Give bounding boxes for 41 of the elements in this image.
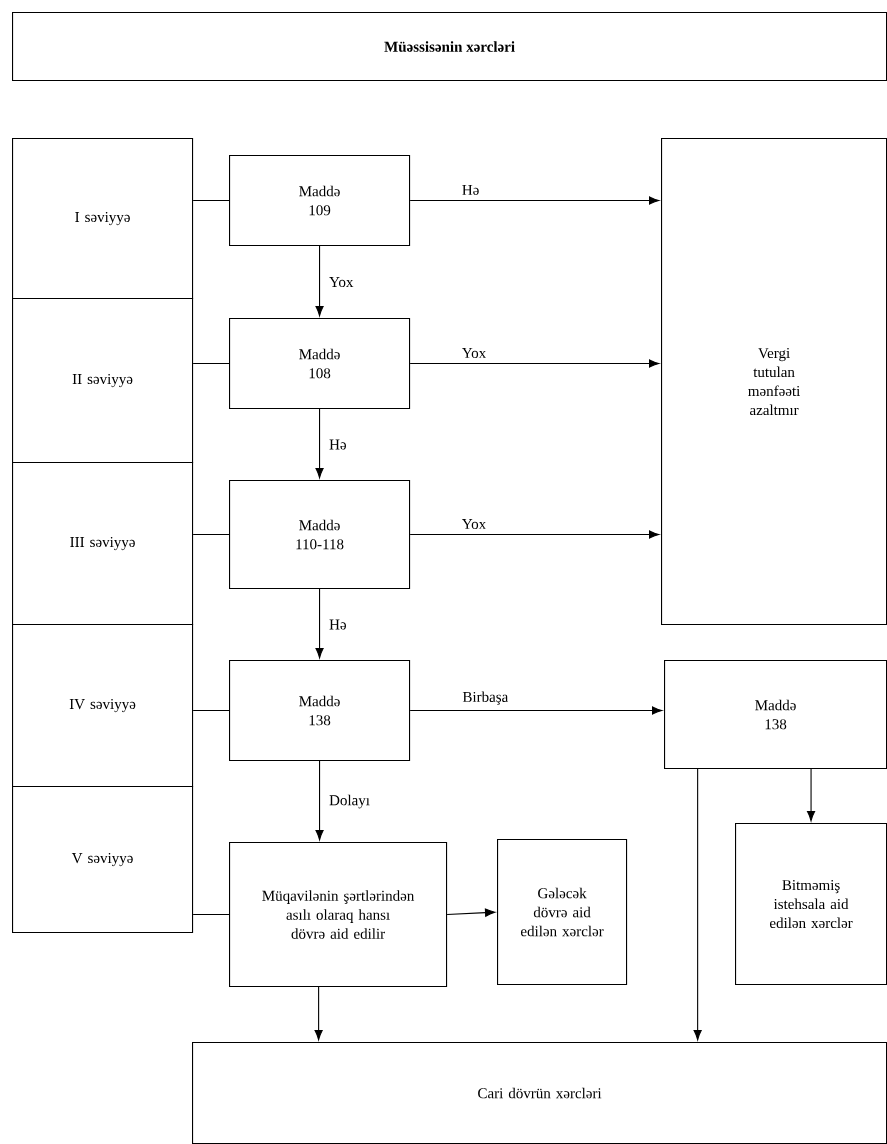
title-box: Müəssisənin xərcləri [12,12,887,82]
result-box: Vergi tutulan mənfəəti azaltmır [661,138,887,626]
connector-line [192,914,230,916]
connector-line [192,710,230,712]
edge-label: Yox [460,347,488,359]
arrow [409,706,663,715]
result-box: Bitməmiş istehsala aid edilən xərclər [735,823,887,986]
edge-label: Yox [460,518,488,530]
arrow [409,530,660,539]
article-box: Maddə 138 [229,660,411,762]
connector-line [192,200,230,202]
arrow [315,760,324,841]
connector-line [192,534,230,536]
connector-line [192,363,230,365]
arrow [315,408,324,479]
level-box: II səviyyə [12,298,194,464]
edge-label: Dolayı [328,793,371,810]
process-box: Müqavilənin şərtlərindən asılı olaraq hansı dövrə aid edilir [229,842,448,988]
result-box: Cari dövrün xərcləri [192,1042,887,1144]
level-box: IV səviyyə [12,624,194,788]
article-box: Maddə 110-118 [229,480,411,590]
arrow [693,768,702,1041]
arrow [314,986,323,1041]
level-box: V səviyyə [12,786,194,934]
arrow [806,768,816,822]
level-box: I səviyyə [12,138,194,300]
edge-label: Hə [328,438,348,451]
arrow [409,359,660,368]
arrow [315,588,324,659]
arrow [409,196,660,205]
edge-label: Hə [460,184,481,196]
article-box: Maddə 109 [229,155,411,247]
result-box: Gələcək dövrə aid edilən xərclər [497,839,628,986]
arrow [446,908,496,917]
edge-label: Yox [328,276,355,289]
article-box: Maddə 108 [229,318,411,410]
arrow [315,245,324,317]
edge-label: Birbaşa [461,690,510,706]
edge-label: Hə [328,618,348,631]
level-box: III səviyyə [12,462,194,626]
article-box: Maddə 138 [664,660,887,770]
